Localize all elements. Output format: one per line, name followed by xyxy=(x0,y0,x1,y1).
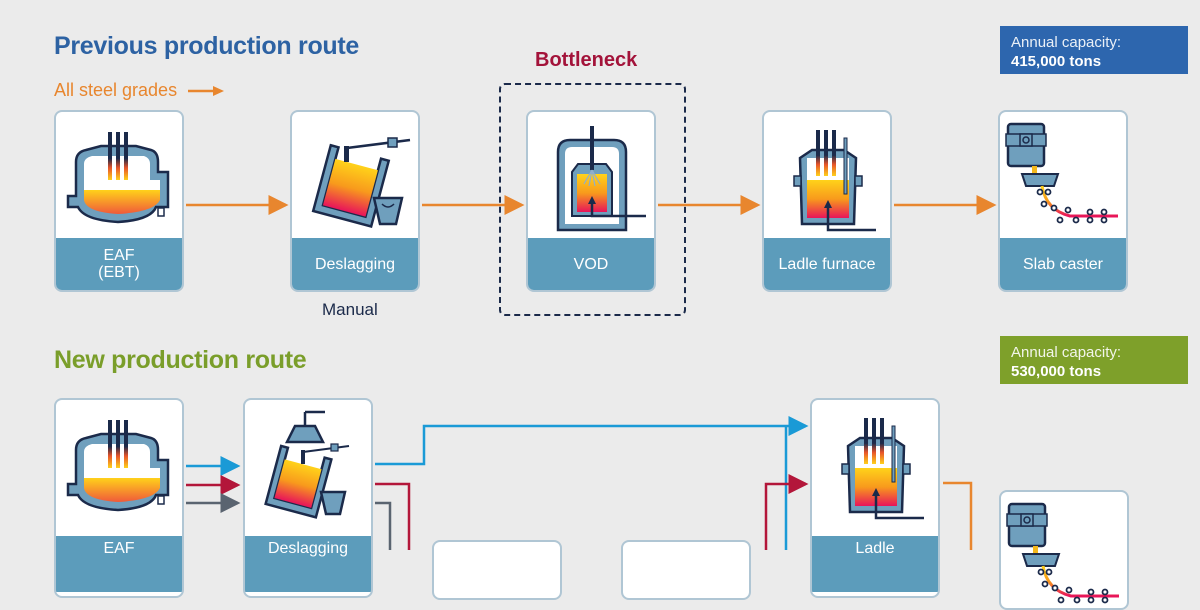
step-label: Deslagging xyxy=(292,238,418,290)
flow-line-red xyxy=(375,482,411,550)
capacity-badge-new: Annual capacity: 530,000 tons xyxy=(1000,336,1188,384)
ladle-furnace-icon xyxy=(764,112,890,240)
flow-line-orange xyxy=(943,481,973,550)
bottleneck-label: Bottleneck xyxy=(535,49,638,71)
bottleneck-box xyxy=(499,83,686,316)
step-card-slab-caster-new[interactable] xyxy=(999,490,1129,610)
step-card-new-3[interactable] xyxy=(432,540,562,600)
capacity-badge-previous: Annual capacity: 415,000 tons xyxy=(1000,26,1188,74)
step-label: VOD xyxy=(528,238,654,290)
flow-lines xyxy=(186,195,997,550)
flow-line-gray xyxy=(375,501,392,550)
eaf-furnace-icon xyxy=(56,400,182,528)
capacity-value: 530,000 tons xyxy=(1011,363,1102,380)
step-card-eaf[interactable]: EAF(EBT) xyxy=(54,110,184,292)
step-label: EAF(EBT) xyxy=(56,238,182,290)
new-route-title: New production route xyxy=(54,346,307,374)
arrow-right-icon xyxy=(188,86,225,97)
manual-note: Manual xyxy=(322,300,378,319)
capacity-label: Annual capacity: xyxy=(1011,344,1122,361)
step-card-ladle-new[interactable]: Ladle xyxy=(810,398,940,598)
step-label: Ladle furnace xyxy=(764,238,890,290)
slab-caster-icon xyxy=(1001,492,1127,610)
step-card-slab-caster[interactable]: Slab caster xyxy=(998,110,1128,292)
vod-vessel-icon xyxy=(528,112,654,240)
all-steel-grades-label: All steel grades xyxy=(54,80,226,101)
step-label: EAF xyxy=(56,536,182,592)
previous-route-title: Previous production route xyxy=(54,32,360,60)
step-label: Slab caster xyxy=(1000,238,1126,290)
capacity-value: 415,000 tons xyxy=(1011,53,1102,70)
step-card-ladle-furnace[interactable]: Ladle furnace xyxy=(762,110,892,292)
capacity-label: Annual capacity: xyxy=(1011,34,1122,51)
deslagging-icon xyxy=(245,400,371,528)
flow-line-red-in xyxy=(764,474,809,550)
step-card-deslagging-new[interactable]: Deslagging xyxy=(243,398,373,598)
eaf-furnace-icon xyxy=(56,112,182,240)
step-card-deslagging[interactable]: Deslagging xyxy=(290,110,420,292)
ladle-furnace-icon xyxy=(812,400,938,528)
deslagging-icon xyxy=(292,112,418,240)
slab-caster-icon xyxy=(1000,112,1126,240)
step-card-eaf-new[interactable]: EAF xyxy=(54,398,184,598)
step-card-vod[interactable]: VOD xyxy=(526,110,656,292)
step-label: Deslagging xyxy=(245,536,371,592)
flow-line-blue xyxy=(375,416,809,466)
step-label: Ladle xyxy=(812,536,938,592)
step-card-new-4[interactable] xyxy=(621,540,751,600)
